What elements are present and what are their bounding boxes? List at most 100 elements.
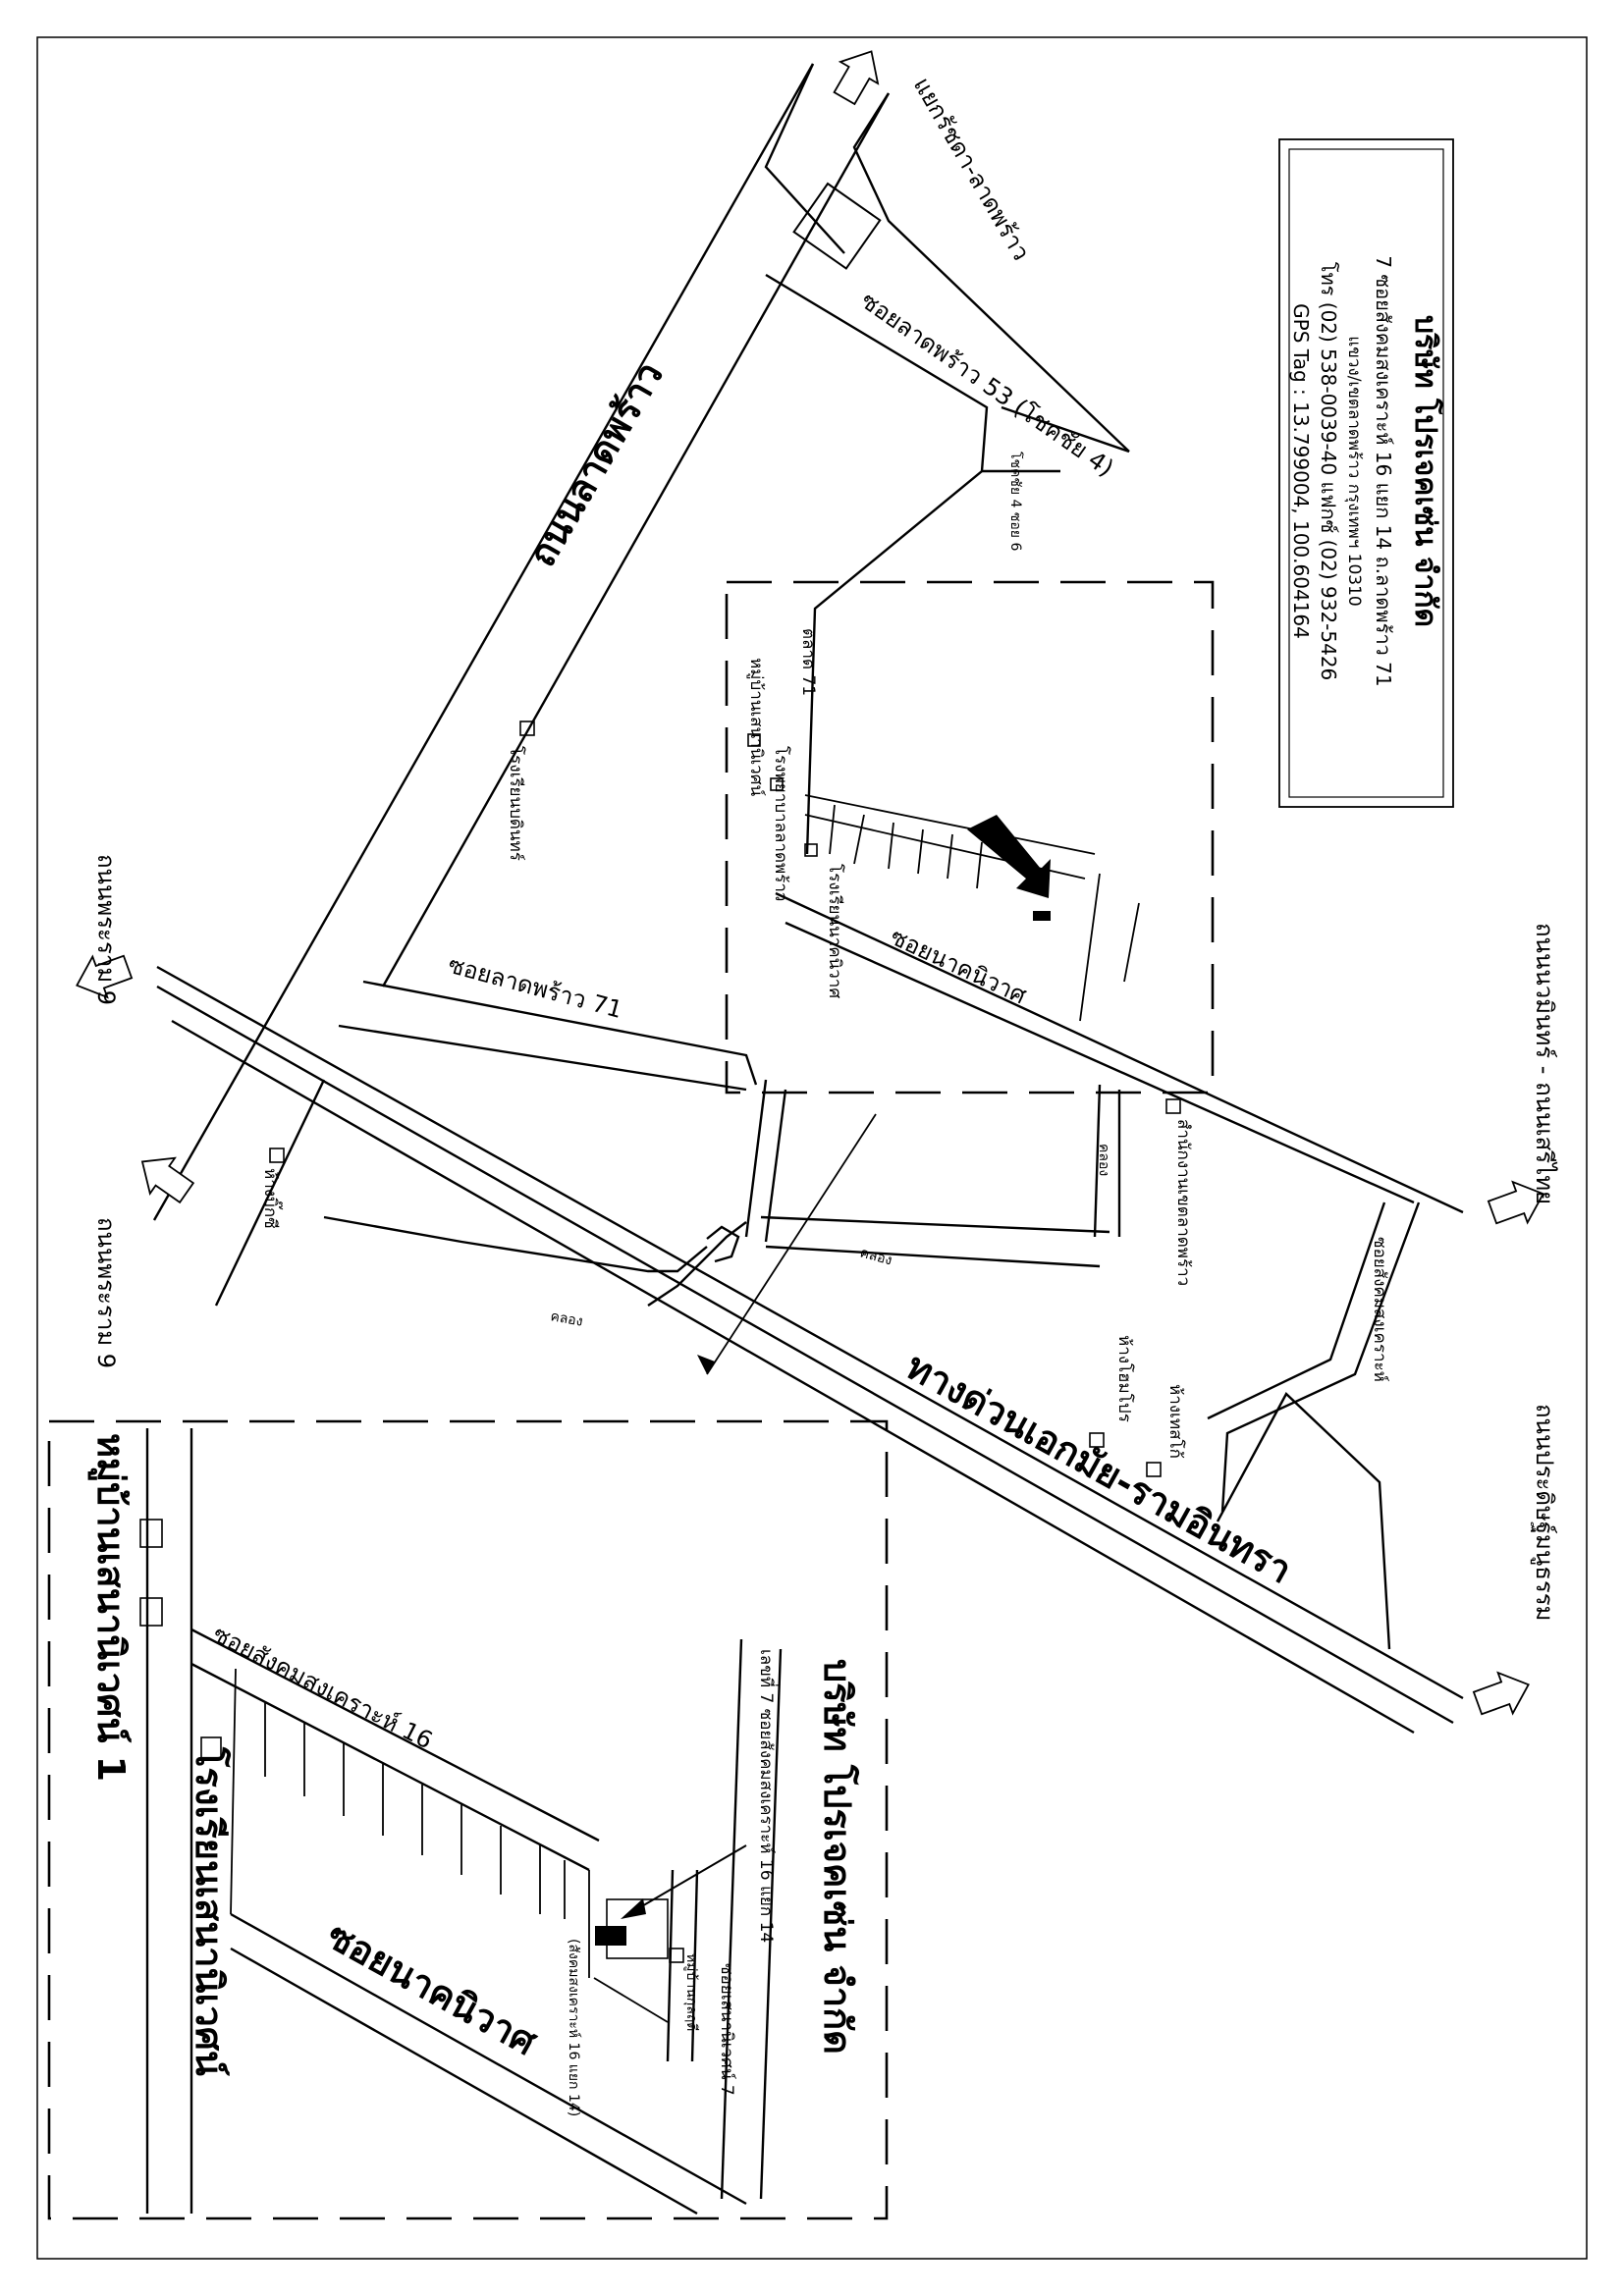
label-nawamin: ถนนนวมินทร์ - ถนนเสรีไทย (1531, 923, 1558, 1204)
detail-side-c (593, 1977, 669, 2023)
detail-building-2 (139, 1597, 163, 1627)
label-soi-ladprao-71: ซอยลาดพร้าว 71 (445, 951, 624, 1024)
company-location-arrow (967, 815, 1051, 898)
detail-school: โรงเรียนเสนานิเวศน์ (188, 1746, 232, 2076)
detail-side-a (230, 1668, 237, 1915)
label-intersection-ratchada: แยกรัชดา-ลาดพร้าว (908, 73, 1035, 265)
company-info-box: บริษัท โปรเจคเซ่น จำกัด 7 ซอยสังคมสงเครา… (1278, 138, 1454, 808)
soi-ladprao-71 (362, 980, 758, 1086)
expressway-edge-1 (156, 965, 1464, 1700)
detail-sangkhom-16-b (190, 1662, 590, 1872)
side-street-a (804, 794, 1096, 855)
soi-ladprao-71-b (338, 1024, 747, 1092)
detail-map: บริษัท โปรเจคเซ่น จำกัด เลขที่ 7 ซอยสังค… (47, 1419, 889, 2220)
label-big-c: ห้างบิ๊กซี (260, 1168, 284, 1229)
soi-ladprao-53-b (1001, 405, 1130, 454)
detail-road-right-1 (720, 1638, 743, 2200)
ratchada-block (792, 182, 882, 270)
detail-building-3 (200, 1736, 222, 1760)
label-district-office: สำนักงานเขตลาดพร้าว (1173, 1119, 1193, 1286)
detail-village-road: หมู่บ้านเสนานิเวศน์ 1 (87, 1433, 133, 1782)
label-canal-3: คลอง (549, 1308, 583, 1330)
landmark-home-pro (1089, 1432, 1105, 1448)
canal-road (760, 1215, 1110, 1234)
ratchada-connector-2 (764, 63, 845, 254)
detail-nak-niwat-a (230, 1912, 747, 2206)
detail-road-right-2 (759, 1648, 783, 2200)
detail-soi-sangkhom-16: ซอยสังคมสงเคราะห์ 16 (208, 1620, 437, 1754)
direction-arrow-pradit (140, 1156, 195, 1204)
landmark-district (1165, 1098, 1181, 1114)
landmark-tesco (1146, 1462, 1162, 1477)
side-street-c (1079, 873, 1101, 1022)
label-canal-1: คลอง (1096, 1144, 1111, 1176)
detail-soi-7-a (666, 1869, 675, 2062)
expressway-edge-2 (156, 985, 1454, 1725)
label-seri-thai: ถนนประดิษฐ์มนูธรรม (1530, 1404, 1558, 1621)
canal-road-2 (765, 1245, 1101, 1268)
zoom-frame (725, 580, 1215, 1095)
zoom-pointer-line (706, 1113, 877, 1375)
label-soi-nak-niwat: ซอยนาคนิวาศ (886, 923, 1030, 1009)
roundabout (706, 1225, 740, 1263)
label-soi-sangkhom: ซอยสังคมสงเคราะห์ (1370, 1237, 1389, 1382)
landmark-nakniwat-school (804, 843, 818, 857)
label-market-71: ตลาด 71 (798, 628, 818, 696)
detail-company-pointer-head (621, 1898, 646, 1919)
side-street-d (1123, 902, 1140, 983)
detail-nak-niwat-b (230, 1947, 698, 2216)
left-road-1 (214, 1079, 326, 1307)
detail-building-4 (669, 1948, 684, 1963)
label-chokchai4-soi6: โชคชัย 4 ซอย 6 (1007, 452, 1024, 551)
label-hospital: โรงพยาบาลลาดพร้าว (771, 746, 791, 901)
label-pradit-manutham: ถนนพระราม 9 (92, 1217, 120, 1368)
detail-soi-7-b (690, 1869, 699, 2062)
label-nakniwat-school: โรงเรียนนาคนิวาศ (825, 864, 845, 998)
expressway-edge-3 (171, 1019, 1415, 1735)
detail-building-1 (139, 1519, 163, 1548)
detail-company-name: บริษัท โปรเจคเซ่น จำกัด (816, 1659, 860, 2055)
ladprao-road-edge-2 (381, 92, 891, 988)
company-name: บริษัท โปรเจคเซ่น จำกัด (1408, 315, 1444, 627)
block-right (1216, 1392, 1391, 1650)
soi-sangkhom-b (1207, 1201, 1386, 1420)
detail-frame (47, 1419, 889, 2220)
soi-nak-niwat-edge-2 (785, 921, 1415, 1204)
soi-ladprao-71-c (744, 1079, 768, 1238)
side-street-e (829, 804, 836, 855)
district-road (1093, 1084, 1102, 1238)
detail-small-label-2: ซอยเสนานิเวศน์ 7 (717, 1963, 736, 2096)
left-road-3 (647, 1221, 747, 1307)
label-canal-2: คลอง (858, 1245, 893, 1268)
label-home-pro: ห้างโฮมโปร (1114, 1335, 1135, 1422)
direction-arrow-seri-thai (1472, 1671, 1530, 1716)
landmark-big-c (269, 1148, 285, 1163)
detail-soi-16-14: (สังคมสงเคราะห์ 16 แยก 14) (566, 1939, 582, 2116)
company-phone: โทร (02) 538-0039-40 แฟกซ์ (02) 932-5426 (1317, 262, 1340, 681)
label-expressway: ทางด่วนเอกมัย-รามอินทรา (899, 1344, 1299, 1591)
company-location-marker (1033, 911, 1051, 921)
direction-arrow-ratchada (833, 50, 880, 106)
landmark-hospital-2 (770, 777, 784, 791)
ladprao-road-edge-1 (152, 63, 815, 1221)
company-gps: GPS Tag : 13.799004, 100.604164 (1289, 303, 1313, 639)
zoom-pointer-arrow (697, 1355, 715, 1374)
label-tesco: ห้างเทสโก้ (1165, 1384, 1186, 1459)
detail-sangkhom-16-a (190, 1628, 600, 1842)
detail-nak-niwat: ซอยนาคนิวาศ (320, 1913, 545, 2064)
soi-nak-niwat-edge-1 (775, 891, 1464, 1214)
company-address-line1: 7 ซอยสังคมสงเคราะห์ 16 แยก 14 ถ.ลาดพร้าว… (1372, 255, 1395, 686)
detail-company-building (595, 1926, 626, 1946)
direction-arrow-rama9 (76, 954, 134, 999)
label-rama9: ถนนพระราม 9 (92, 854, 120, 1005)
side-street-g (888, 822, 894, 870)
direction-arrow-nawamin (1487, 1180, 1544, 1225)
left-road-2 (323, 1215, 708, 1273)
landmark-hospital-1 (747, 733, 761, 747)
detail-company-pointer (627, 1844, 747, 1915)
detail-small-label-1: หมู่บ้านกุลฤดี (683, 1953, 699, 2031)
side-street-i (947, 833, 953, 880)
label-ladprao-road: ถนนลาดพร้าว (520, 354, 672, 573)
label-school: โรงเรียนบดินทร์ (506, 746, 526, 861)
